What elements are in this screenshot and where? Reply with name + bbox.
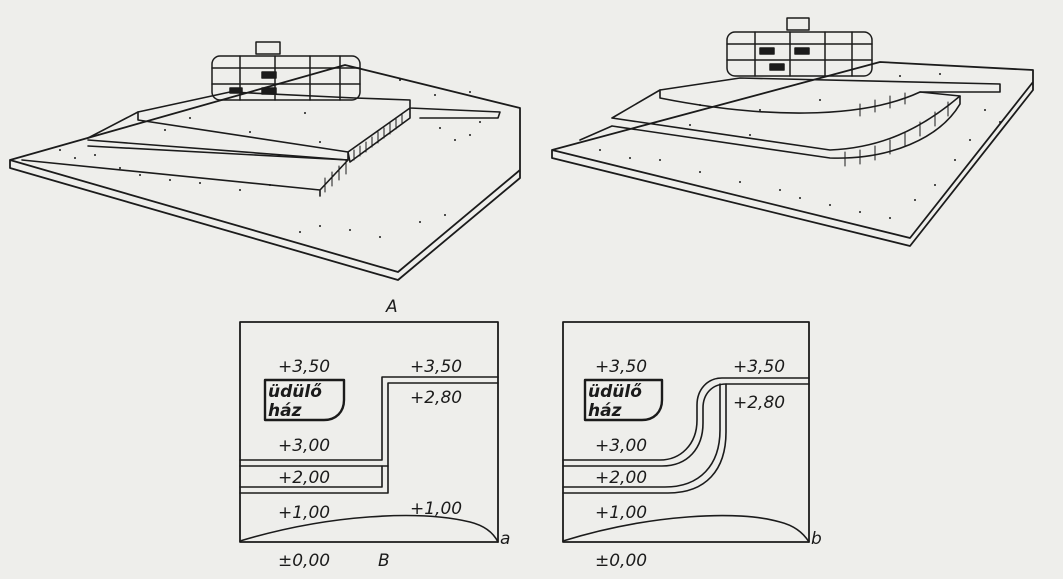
retaining-wall-a: [347, 107, 411, 163]
upper-terrace-a: [137, 91, 501, 119]
plan-a-level-terrace-1-left: +1,00: [278, 503, 330, 523]
plan-a-level-mid-right: +2,80: [410, 388, 462, 408]
plan-a-house-label-1: üdülő: [268, 382, 322, 402]
plan-a-upper-edge: [239, 376, 499, 461]
plan-b-level-terrace-2: +2,00: [595, 468, 647, 488]
plan-a-house-label-2: ház: [268, 401, 302, 421]
wall-hatch-b: [844, 92, 949, 167]
stipple-b: [599, 73, 1001, 219]
plan-a-lower-edge-2: [239, 465, 389, 494]
middle-terrace-b: [611, 89, 961, 151]
plan-a-level-top-left: +3,50: [278, 357, 330, 377]
plan-b-lower-edge-2: [562, 383, 727, 494]
plan-a-level-terrace-1-right: +1,00: [410, 499, 462, 519]
plan-b-corner-letter: b: [811, 529, 822, 549]
plan-a-corner-letter: a: [500, 529, 510, 549]
lower-terrace-a: [21, 145, 349, 197]
caption-b: B: [378, 551, 390, 571]
plan-b-level-ground: ±0,00: [595, 551, 647, 571]
plan-b-level-top-left: +3,50: [595, 357, 647, 377]
middle-terrace-a: [87, 111, 349, 161]
plan-a-level-terrace-2: +2,00: [278, 468, 330, 488]
plan-b-upper-edge-2: [562, 383, 810, 467]
wall-hatch-a: [324, 113, 403, 193]
plan-b-upper-edge: [562, 377, 810, 461]
lower-terrace-b: [579, 95, 961, 159]
plan-b-level-mid-right: +2,80: [733, 393, 785, 413]
plan-a-level-terrace-3: +3,00: [278, 436, 330, 456]
plan-b-level-terrace-3: +3,00: [595, 436, 647, 456]
perspective-a: A: [9, 41, 521, 317]
plan-b-house-label-1: üdülő: [588, 382, 642, 402]
plan-b-house-outline: [583, 378, 664, 422]
plan-a-house-outline: [263, 378, 346, 422]
plan-b-frame: [562, 321, 810, 543]
plan-b: üdülő ház +3,50 +3,50 +2,80 +3,00 +2,00 …: [562, 321, 822, 571]
building-a: [211, 41, 361, 101]
upper-terrace-b: [659, 77, 1001, 93]
building-b: [726, 17, 873, 77]
ground-slab-b: [551, 61, 1034, 247]
plan-b-house-label-2: ház: [588, 401, 622, 421]
plan-a-frame: [239, 321, 499, 543]
perspective-b: [551, 17, 1034, 247]
stipple-a: [59, 79, 481, 238]
plan-b-level-terrace-1-left: +1,00: [595, 503, 647, 523]
plan-b-level-top-right: +3,50: [733, 357, 785, 377]
plan-a-upper-edge-2: [239, 382, 499, 467]
plan-a: üdülő ház +3,50 +3,50 +2,80 +3,00 +2,00 …: [239, 321, 510, 571]
plan-b-lower-edge: [562, 383, 721, 488]
ground-slab-a: [9, 64, 521, 281]
plan-a-lower-edge: [239, 465, 383, 488]
caption-a: A: [385, 297, 398, 317]
plan-a-ground-curve: [239, 514, 499, 543]
plan-b-ground-curve: [562, 514, 810, 543]
plan-a-level-top-right: +3,50: [410, 357, 462, 377]
plan-a-level-ground: ±0,00: [278, 551, 330, 571]
